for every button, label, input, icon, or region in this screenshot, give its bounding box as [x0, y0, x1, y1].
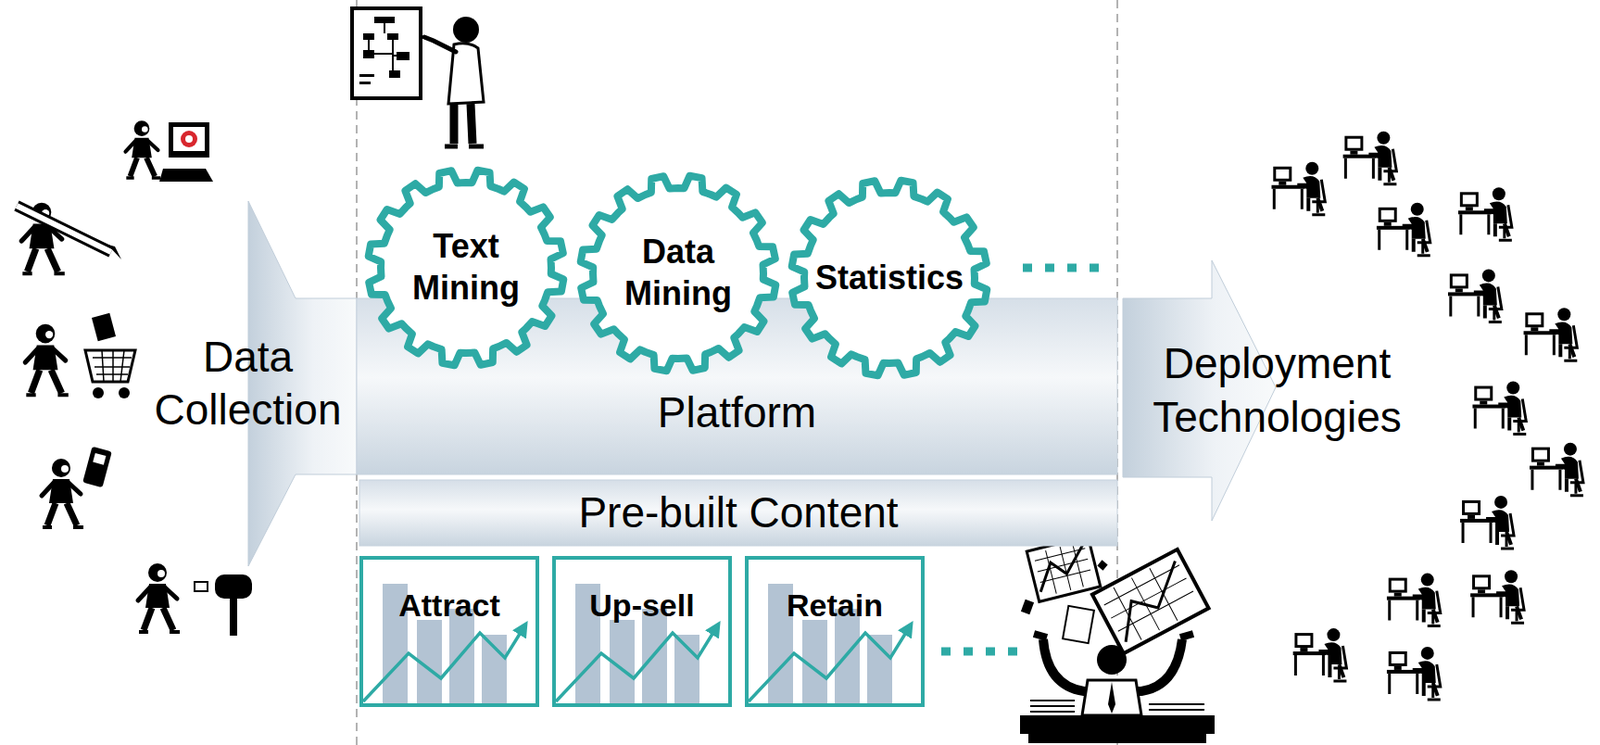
workstation-icon: [1386, 573, 1441, 627]
node-label: Up-sell: [558, 585, 726, 625]
workstation-icon: [1448, 268, 1502, 322]
node-label: Statistics: [807, 257, 971, 300]
workstation-icon: [1292, 628, 1347, 681]
workstation-icon: [1472, 381, 1526, 435]
workstation-icon: [1342, 131, 1397, 185]
node-label: Deployment Technologies: [1129, 337, 1426, 443]
workstation-icon: [1376, 202, 1431, 256]
dashed-separator: [356, 0, 1118, 745]
input-arrow-shape: [138, 201, 357, 567]
workstation-icon: [1458, 187, 1512, 240]
node-label: Platform: [413, 386, 1062, 440]
workstation-icon: [1271, 162, 1325, 215]
workstation-icon: [1529, 442, 1584, 496]
input-arrow: Data Collection: [138, 201, 357, 567]
workstation-icon: [1386, 646, 1441, 700]
content-band: Pre-built Content: [359, 479, 1118, 546]
workstation-icon: [1470, 569, 1525, 623]
chart-box: Up-sell: [552, 555, 732, 707]
node-label: Data Collection: [142, 330, 354, 437]
workstation-icon: [1460, 495, 1514, 549]
gear: Data Mining: [574, 169, 782, 378]
gear-shape: [574, 169, 782, 378]
node-label: Pre-built Content: [377, 486, 1100, 540]
gear: Statistics: [785, 174, 994, 382]
gear: Text Mining: [362, 163, 570, 372]
presenter-figure: [352, 8, 484, 147]
node-label: Attract: [365, 585, 533, 625]
chart-box: Attract: [359, 555, 540, 707]
chart-box: Retain: [744, 555, 925, 707]
chart-box-shape: [359, 555, 540, 707]
chart-box-shape: [552, 555, 732, 707]
node-label: Data Mining: [596, 231, 760, 315]
node-label: Text Mining: [384, 226, 548, 309]
node-label: Retain: [751, 585, 919, 625]
output-arrow: Deployment Technologies: [1122, 260, 1432, 521]
chart-box-shape: [744, 555, 925, 707]
output-arrow-shape: [1122, 260, 1432, 521]
gear-shape: [362, 163, 570, 372]
analyst-figure: [1020, 536, 1215, 744]
workstation-icon: [1523, 307, 1577, 361]
